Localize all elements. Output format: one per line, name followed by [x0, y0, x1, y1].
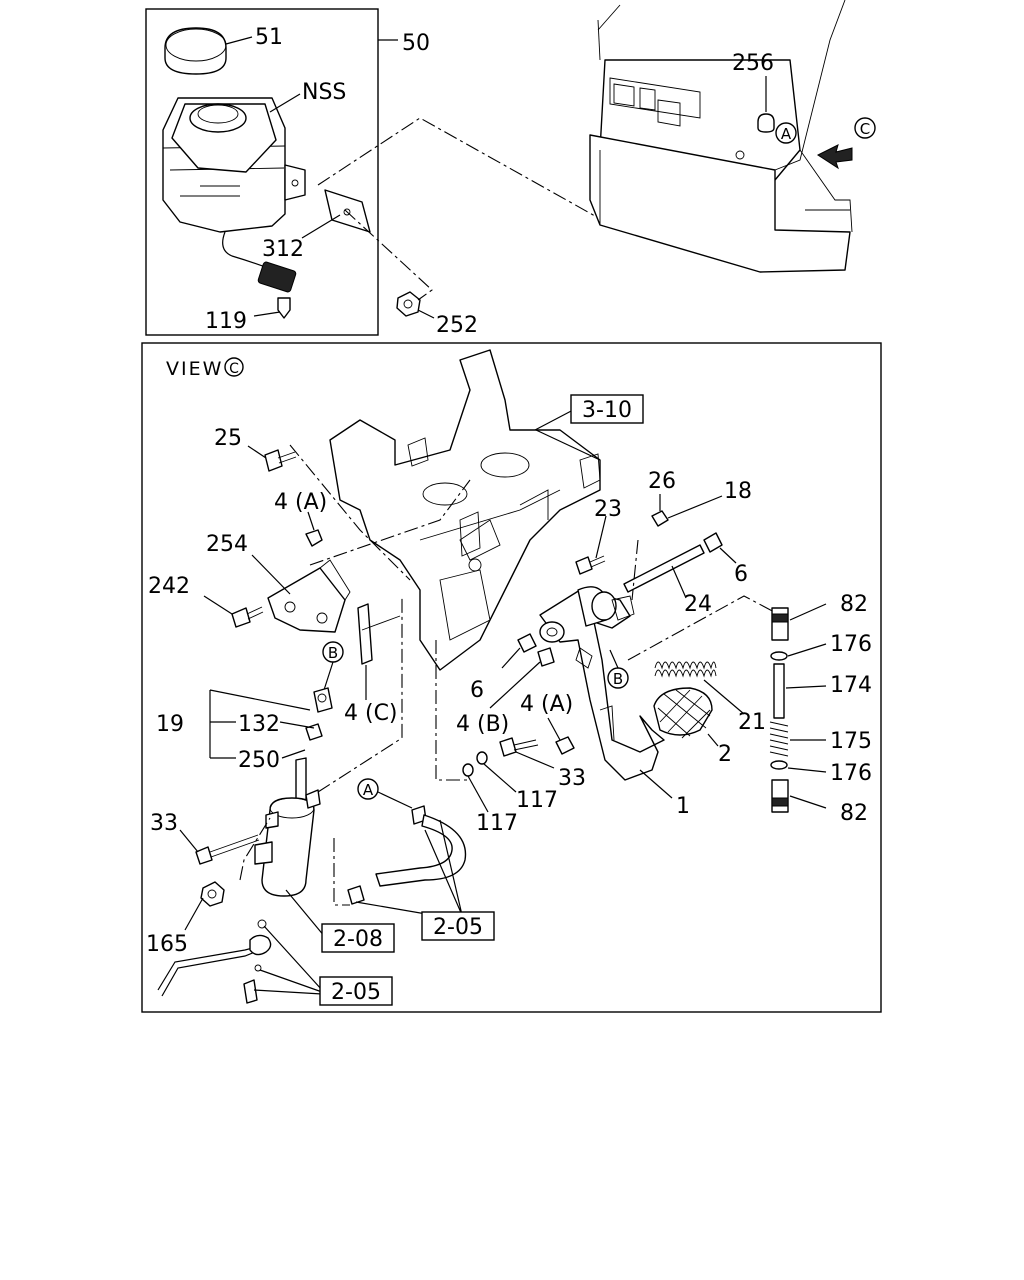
label-176-top: 176 — [830, 632, 872, 657]
marker-b-left: B — [328, 644, 338, 662]
washer-117-b — [462, 763, 474, 777]
label-176-bot: 176 — [830, 761, 872, 786]
bracket-312 — [324, 189, 371, 233]
rod-174 — [773, 663, 785, 719]
label-117-b: 117 — [476, 811, 518, 836]
label-6-right: 6 — [734, 562, 748, 587]
label-82-bot: 82 — [840, 801, 868, 826]
label-254: 254 — [206, 532, 248, 557]
label-2: 2 — [718, 742, 732, 767]
label-4a-top: 4 (A) — [274, 490, 327, 515]
label-18: 18 — [724, 479, 752, 504]
bolt-33-left — [195, 834, 260, 865]
label-82-top: 82 — [840, 592, 868, 617]
bolt-242 — [231, 606, 264, 628]
top-panel-frame — [145, 8, 379, 336]
washer-117-a — [476, 751, 488, 765]
return-spring-21 — [654, 661, 717, 678]
bolt-4a-top — [305, 529, 323, 547]
clutch-master-cylinder — [254, 789, 321, 897]
ref-box-2-05-mid — [421, 911, 495, 941]
view-c-panel-frame — [141, 342, 882, 1013]
label-174: 174 — [830, 673, 872, 698]
nut-250 — [305, 723, 323, 741]
ref-2-05-mid: 2-05 — [433, 915, 483, 940]
bolt-4b — [537, 647, 555, 667]
clutch-fluid-reservoir — [162, 97, 306, 233]
ref-box-2-08 — [321, 923, 395, 953]
ref-box-3-10 — [570, 394, 644, 424]
label-33-mid: 33 — [558, 766, 586, 791]
label-312: 312 — [262, 237, 304, 262]
reservoir-cap — [164, 27, 227, 75]
label-256: 256 — [732, 51, 774, 76]
ref-2-08: 2-08 — [333, 927, 383, 952]
nut-252 — [396, 291, 421, 317]
washer-176-bot — [770, 760, 788, 770]
switch-82-top — [771, 607, 789, 641]
washer-176-top — [770, 651, 788, 661]
label-4b: 4 (B) — [456, 712, 509, 737]
label-4a-mid: 4 (A) — [520, 692, 573, 717]
clutch-pedal-arm — [539, 586, 665, 781]
label-50: 50 — [402, 31, 430, 56]
nut-26 — [651, 510, 669, 527]
bolt-25 — [264, 449, 297, 472]
ref-3-10: 3-10 — [582, 398, 632, 423]
label-252: 252 — [436, 313, 478, 338]
marker-a-bottom: A — [363, 781, 374, 799]
label-25: 25 — [214, 426, 242, 451]
marker-c-top: C — [860, 120, 870, 138]
clutch-pipe — [157, 919, 272, 1004]
clevis-132 — [313, 687, 333, 713]
bolt-4a-mid — [555, 736, 575, 755]
marker-b-right: B — [613, 670, 623, 688]
label-nss: NSS — [302, 80, 346, 105]
bolt-6-mid — [517, 633, 537, 653]
spring-175 — [769, 721, 789, 757]
label-117-a: 117 — [516, 788, 558, 813]
label-119: 119 — [205, 309, 247, 334]
label-1: 1 — [676, 794, 690, 819]
plate-4c — [357, 603, 401, 665]
label-132: 132 — [238, 712, 280, 737]
view-title: VIEW — [166, 358, 223, 380]
label-33-left: 33 — [150, 811, 178, 836]
bracket-254 — [267, 559, 351, 633]
label-242: 242 — [148, 574, 190, 599]
bolt-6-right — [703, 532, 723, 553]
label-175: 175 — [830, 729, 872, 754]
label-21: 21 — [738, 710, 766, 735]
label-24: 24 — [684, 592, 712, 617]
marker-c-view: C — [229, 361, 239, 377]
label-19: 19 — [156, 712, 184, 737]
label-23: 23 — [594, 497, 622, 522]
ref-2-05-bot: 2-05 — [331, 980, 381, 1005]
label-165: 165 — [146, 932, 188, 957]
label-4c: 4 (C) — [344, 701, 398, 726]
sensor-connector — [257, 261, 297, 293]
label-250: 250 — [238, 748, 280, 773]
marker-a-top: A — [781, 125, 792, 143]
pedal-pad-2 — [653, 687, 713, 739]
pin-24 — [623, 544, 705, 593]
cab-front-illustration — [589, 0, 853, 273]
screw-119 — [277, 297, 291, 319]
switch-82-bot — [771, 779, 789, 813]
ref-box-2-05-bot — [319, 976, 393, 1006]
nut-165 — [200, 881, 225, 907]
label-6-mid: 6 — [470, 678, 484, 703]
label-26: 26 — [648, 469, 676, 494]
pedal-bracket — [329, 349, 601, 671]
label-51: 51 — [255, 25, 283, 50]
bolt-23 — [575, 555, 606, 575]
